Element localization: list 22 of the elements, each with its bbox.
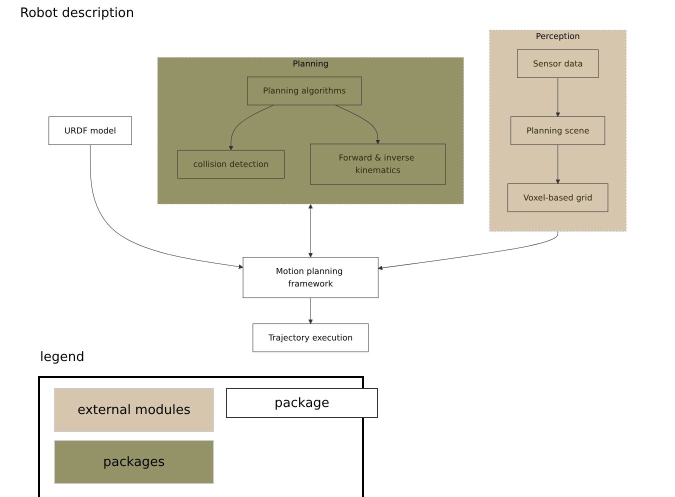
legend-swatch: packages [54,440,214,484]
node-box: Sensor data [517,49,599,78]
arrow [308,204,313,258]
node-box: Voxel-based grid [508,183,608,212]
node-box: Trajectory execution [252,324,369,352]
arrow [334,104,380,144]
node-box: Forward & inverse kinematics [310,144,446,185]
node-box: Planning algorithms [247,76,362,106]
legend-swatch: external modules [54,388,214,432]
arrow [378,231,558,270]
arrow [308,298,313,324]
node-box: Planning scene [510,116,606,145]
arrow [556,77,560,117]
legend-swatch: package [226,388,378,418]
arrow [228,104,274,150]
node-box: collision detection [177,150,285,179]
node-box: URDF model [48,116,132,145]
node-box: Motion planning framework [242,257,378,298]
arrow [556,144,560,184]
legend-heading: legend [40,350,84,365]
arrow [90,144,244,269]
section-heading: Robot description [20,6,134,21]
